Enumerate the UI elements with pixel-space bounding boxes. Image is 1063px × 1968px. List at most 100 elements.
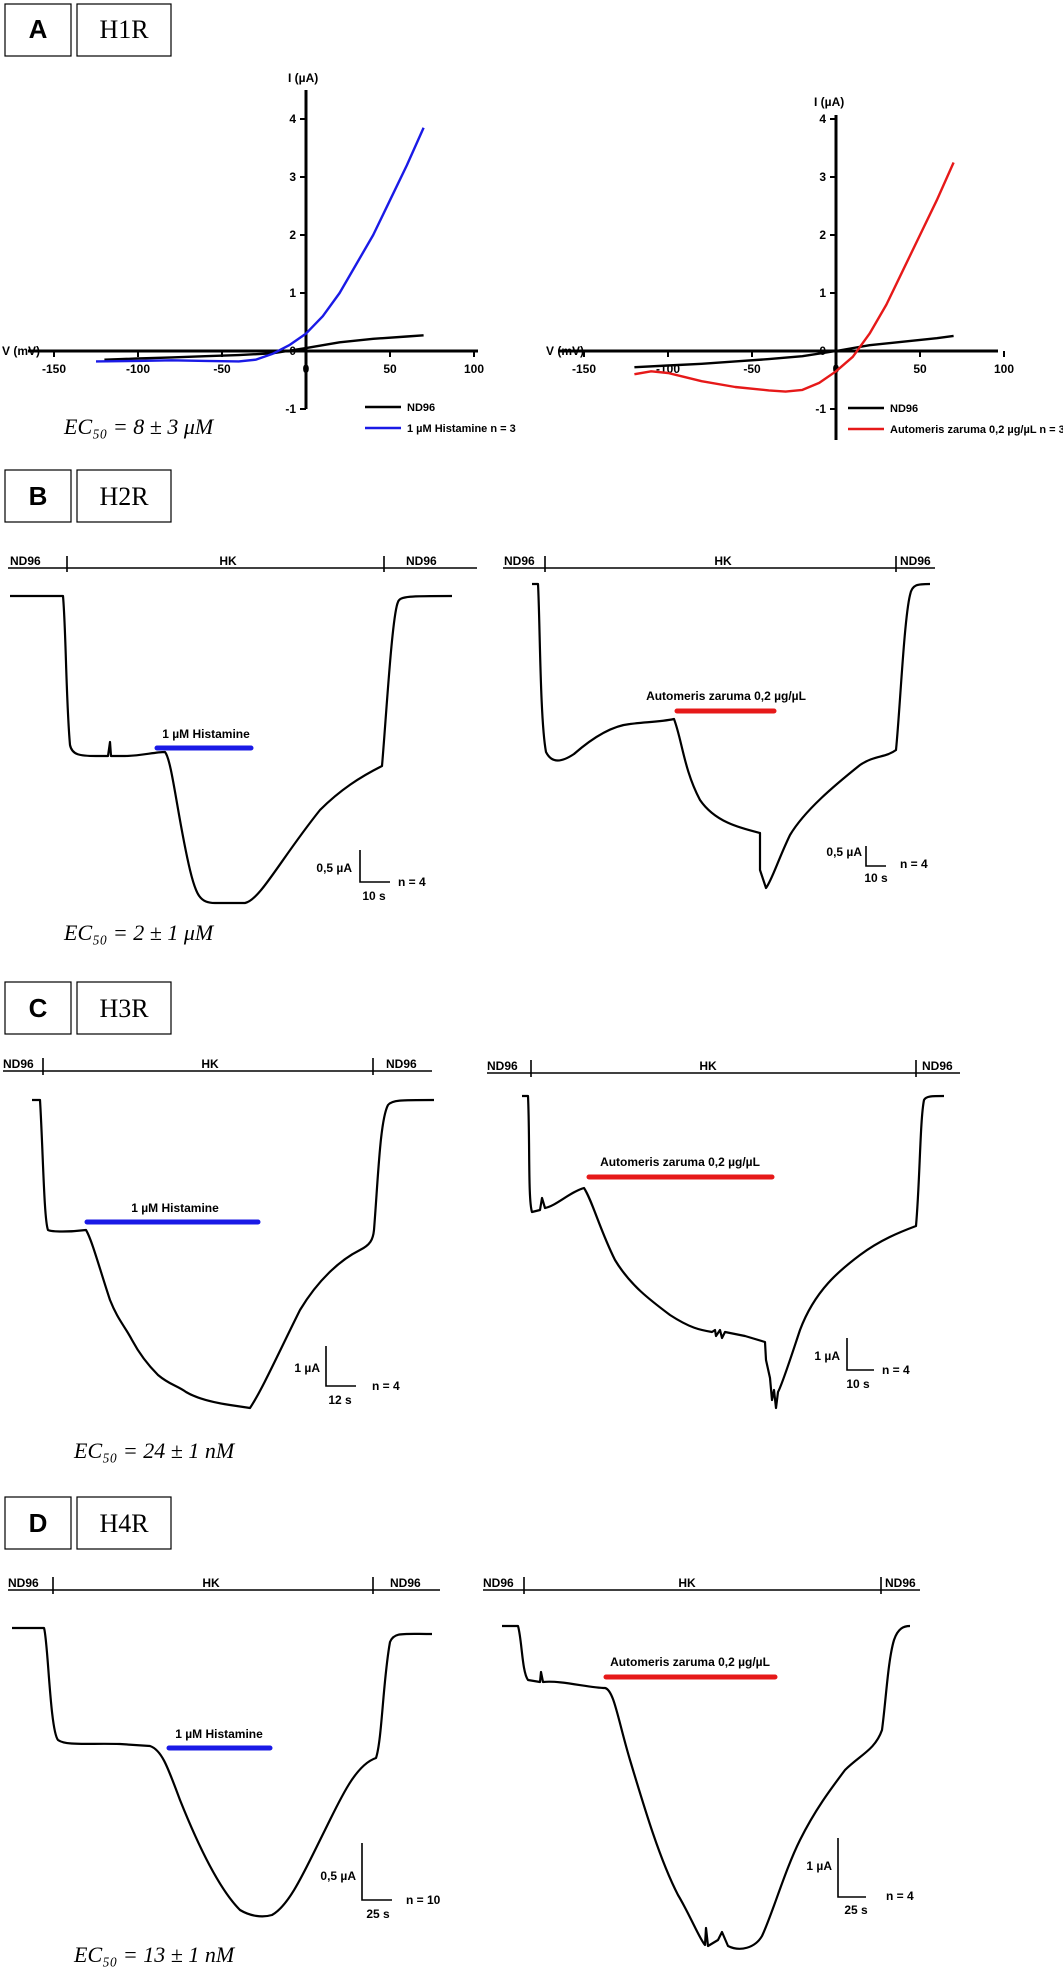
panel-d: D H4R ND96 HK ND96 1 µM Histamine 0,5 µA… (4, 1496, 920, 1967)
iv-right-ytick-label: 1 (819, 286, 826, 300)
d-right-trace (502, 1624, 911, 1950)
d-right-scalebar: 1 µA 25 s n = 4 (806, 1838, 914, 1917)
panel-d-ec50: EC₅₀ = 13 ± 1 nM (73, 1942, 236, 1967)
b-left-nd96-start: ND96 (10, 554, 41, 568)
c-right-solution-bar: ND96 HK ND96 (487, 1059, 960, 1077)
d-right-solution-bar: ND96 HK ND96 (483, 1576, 920, 1594)
b-right-scalebar: 0,5 µA 10 s n = 4 (826, 845, 928, 885)
panel-b-ec50: EC₅₀ = 2 ± 1 μM (63, 920, 215, 945)
d-left-histamine-label: 1 µM Histamine (175, 1727, 263, 1741)
c-left-histamine-label: 1 µM Histamine (131, 1201, 219, 1215)
b-left-histamine-label: 1 µM Histamine (162, 727, 250, 741)
c-right-hk: HK (699, 1059, 717, 1073)
iv-left-ytick-label: 2 (289, 228, 296, 242)
d-left-nd96-end: ND96 (390, 1576, 421, 1590)
b-left-scale-time: 10 s (362, 889, 386, 903)
b-left-scalebar: 0,5 µA 10 s n = 4 (316, 850, 426, 903)
iv-right-ytick-label: 0 (819, 344, 826, 358)
iv-left-xtick-label: -50 (213, 362, 231, 376)
panel-d-letter: D (29, 1508, 48, 1538)
b-left-trace (10, 594, 453, 905)
iv-right-xtick-label: 0 (833, 362, 840, 376)
d-right-venom-label: Automeris zaruma 0,2 µg/µL (610, 1655, 770, 1669)
iv-right-xtick-label: -150 (572, 362, 596, 376)
b-left-solution-bar: ND96 HK ND96 (8, 554, 477, 572)
b-right-solution-bar: ND96 HK ND96 (503, 554, 935, 572)
b-left-hk: HK (219, 554, 237, 568)
panel-a-ec50: EC₅₀ = 8 ± 3 μM (63, 414, 215, 439)
panel-c-receptor: H3R (99, 994, 149, 1023)
panel-c: C H3R ND96 HK ND96 1 µM Histamine 1 µA 1… (3, 981, 960, 1463)
panel-b-receptor: H2R (99, 482, 149, 511)
c-right-nd96-end: ND96 (922, 1059, 953, 1073)
iv-right-xlabel: V (mV) (546, 344, 584, 358)
b-right-hk: HK (714, 554, 732, 568)
iv-right-series-1 (634, 162, 955, 393)
iv-left-series-1 (95, 127, 425, 363)
iv-left-xtick-label: 0 (303, 362, 310, 376)
iv-left-ytick-label: 4 (289, 112, 296, 126)
panel-b-letter-box (4, 469, 72, 523)
b-right-trace (532, 582, 931, 890)
iv-right-ytick-label: 4 (819, 112, 826, 126)
c-right-scalebar: 1 µA 10 s n = 4 (814, 1338, 910, 1391)
b-right-scale-time: 10 s (864, 871, 888, 885)
iv-left-xtick-label: 50 (383, 362, 397, 376)
panel-c-ec50: EC₅₀ = 24 ± 1 nM (73, 1438, 236, 1463)
iv-right-ytick-label: 2 (819, 228, 826, 242)
iv-left-ylabel: I (µA) (288, 71, 318, 85)
panel-a-letter: A (29, 14, 48, 44)
panel-c-receptor-box (76, 981, 172, 1035)
panel-d-receptor: H4R (99, 1509, 149, 1538)
iv-right-xtick-label: 100 (994, 362, 1014, 376)
iv-left-xtick-label: -150 (42, 362, 66, 376)
d-left-trace (12, 1626, 433, 1918)
d-right-scale-current: 1 µA (806, 1859, 832, 1873)
d-left-scale-time: 25 s (366, 1907, 390, 1921)
b-right-nd96-start: ND96 (504, 554, 535, 568)
panel-a-receptor: H1R (99, 15, 149, 44)
iv-right-xtick-label: -50 (743, 362, 761, 376)
panel-b: B H2R ND96 HK ND96 1 µM Histamine 0,5 µA… (4, 469, 935, 945)
c-left-scale-time: 12 s (328, 1393, 352, 1407)
panel-a: A H1R -150 -100 -50 0 50 100 -1 0 1 2 3 4 I (µA) V (m… (2, 3, 1063, 440)
c-right-scale-current: 1 µA (814, 1349, 840, 1363)
iv-right-ytick-label: 3 (819, 170, 826, 184)
panel-a-receptor-box (76, 3, 172, 57)
b-right-venom-label: Automeris zaruma 0,2 µg/µL (646, 689, 806, 703)
c-right-venom-label: Automeris zaruma 0,2 µg/µL (600, 1155, 760, 1169)
b-left-scale-n: n = 4 (398, 875, 426, 889)
iv-left-legend-label-0: ND96 (407, 402, 435, 414)
c-left-hk: HK (201, 1057, 219, 1071)
d-left-scale-current: 0,5 µA (320, 1869, 356, 1883)
iv-left-xlabel: V (mV) (2, 344, 40, 358)
d-left-scale-n: n = 10 (406, 1893, 441, 1907)
c-right-scale-time: 10 s (846, 1377, 870, 1391)
d-left-nd96-start: ND96 (8, 1576, 39, 1590)
iv-left-xtick-label: 100 (464, 362, 484, 376)
d-right-nd96-end: ND96 (885, 1576, 916, 1590)
b-right-scale-n: n = 4 (900, 857, 928, 871)
iv-right-legend-label-0: ND96 (890, 403, 918, 415)
iv-left-ytick-label: 3 (289, 170, 296, 184)
c-left-scale-n: n = 4 (372, 1379, 400, 1393)
c-left-solution-bar: ND96 HK ND96 (3, 1057, 432, 1075)
b-left-nd96-end: ND96 (406, 554, 437, 568)
d-right-hk: HK (678, 1576, 696, 1590)
iv-right-series-0 (634, 334, 954, 369)
c-left-nd96-end: ND96 (386, 1057, 417, 1071)
iv-right-legend-label-1: Automeris zaruma 0,2 µg/µL n = 3 (890, 424, 1063, 436)
d-right-scale-time: 25 s (844, 1903, 868, 1917)
iv-left-legend-label-1: 1 µM Histamine n = 3 (407, 423, 516, 435)
c-left-nd96-start: ND96 (3, 1057, 34, 1071)
d-left-hk: HK (202, 1576, 220, 1590)
iv-right-ytick-label: -1 (815, 402, 826, 416)
panel-c-letter-box (4, 981, 72, 1035)
panel-a-letter-box (4, 3, 72, 57)
c-right-nd96-start: ND96 (487, 1059, 518, 1073)
d-left-solution-bar: ND96 HK ND96 (8, 1576, 440, 1594)
iv-left-ytick-label: 1 (289, 286, 296, 300)
iv-left-xtick-label: -100 (126, 362, 150, 376)
